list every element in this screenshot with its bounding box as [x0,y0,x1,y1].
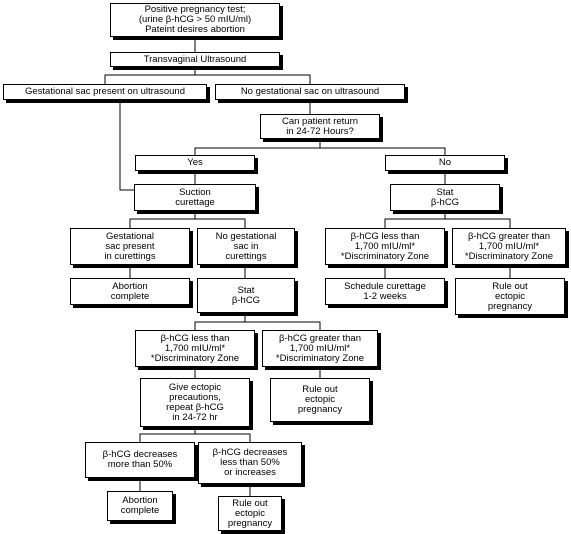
hcg-decreases-less-label: β-hCG decreases less than 50% or increas… [212,447,288,478]
rule-out-ectopic-1-box: Rule out ectopic pregnancy [455,278,565,315]
hcg-less-right-box: β-hCG less than 1,700 mIU/ml* *Discrimin… [325,228,445,265]
hcg-greater-middle-box: β-hCG greater than 1,700 mIU/ml* *Discri… [262,330,378,367]
abortion-complete-2-box: Abortion complete [107,491,173,521]
suction-curettage-label: Suction curettage [175,186,215,208]
hcg-decreases-less-box: β-hCG decreases less than 50% or increas… [198,442,302,484]
sac-present-curettings-label: Gestational sac present in curettings [104,230,156,262]
hcg-decreases-more-label: β-hCG decreases more than 50% [102,449,178,470]
abortion-complete-1-label: Abortion complete [110,280,150,302]
sac-present-ultrasound-label: Gestational sac present on ultrasound [24,86,185,97]
can-patient-return-box: Can patient return in 24-72 Hours? [260,114,380,139]
hcg-greater-right-label: β-hCG greater than 1,700 mIU/ml* *Discri… [464,230,554,262]
can-patient-return-label: Can patient return in 24-72 Hours? [281,115,359,137]
hcg-less-middle-box: β-hCG less than 1,700 mIU/ml* *Discrimin… [135,330,255,367]
rule-out-ectopic-3-label: Rule out ectopic pregnancy [227,497,273,529]
sac-present-curettings-box: Gestational sac present in curettings [70,228,190,265]
connector-stat-right-split [384,211,511,228]
connector-ultrasound-split [104,67,311,84]
rule-out-ectopic-1-label: Rule out ectopic pregnancy [487,280,533,312]
suction-curettage-box: Suction curettage [134,184,256,211]
stat-hcg-middle-label: Stat β-hCG [231,284,261,306]
connector-sac-to-curettage [119,100,134,191]
stat-hcg-middle-box: Stat β-hCG [197,278,295,313]
no-sac-curettings-box: No gestational sac in curettings [197,228,295,265]
no-sac-curettings-label: No gestational sac in curettings [215,230,277,262]
schedule-curettage-box: Schedule curettage 1-2 weeks [325,278,445,305]
connector-question-split [194,139,446,155]
connector-precautions-split [139,427,251,442]
yes-label: Yes [187,157,203,168]
hcg-less-middle-label: β-hCG less than 1,700 mIU/ml* *Discrimin… [150,332,240,364]
stat-hcg-right-box: Stat β-hCG [390,184,500,211]
positive-pregnancy-test-label: Positive pregnancy test; (urine β-hCG > … [138,4,252,35]
hcg-less-right-label: β-hCG less than 1,700 mIU/ml* *Discrimin… [340,230,430,262]
no-sac-ultrasound-box: No gestational sac on ultrasound [215,84,405,100]
transvaginal-ultrasound-label: Transvaginal Ultrasound [143,53,247,65]
schedule-curettage-label: Schedule curettage 1-2 weeks [344,280,426,302]
transvaginal-ultrasound-box: Transvaginal Ultrasound [110,52,280,67]
ectopic-precautions-label: Give ectopic precautions, repeat β-hCG i… [166,381,224,423]
no-sac-ultrasound-label: No gestational sac on ultrasound [240,86,380,97]
sac-present-ultrasound-box: Gestational sac present on ultrasound [3,84,207,100]
rule-out-ectopic-2-box: Rule out ectopic pregnancy [270,378,370,422]
ectopic-precautions-box: Give ectopic precautions, repeat β-hCG i… [140,378,250,427]
stat-hcg-right-label: Stat β-hCG [430,186,460,208]
abortion-complete-1-box: Abortion complete [70,278,190,305]
no-label: No [438,157,452,168]
positive-pregnancy-test-box: Positive pregnancy test; (urine β-hCG > … [110,3,280,37]
hcg-greater-right-box: β-hCG greater than 1,700 mIU/ml* *Discri… [452,228,566,265]
connector-stat-middle-split [194,313,321,330]
hcg-greater-middle-label: β-hCG greater than 1,700 mIU/ml* *Discri… [275,332,365,364]
abortion-complete-2-label: Abortion complete [120,495,160,516]
hcg-decreases-more-box: β-hCG decreases more than 50% [85,442,195,478]
rule-out-ectopic-2-label: Rule out ectopic pregnancy [297,384,343,415]
rule-out-ectopic-3-box: Rule out ectopic pregnancy [218,496,282,531]
yes-box: Yes [135,155,255,171]
no-box: No [385,155,505,171]
connector-curettage-split [129,211,246,228]
